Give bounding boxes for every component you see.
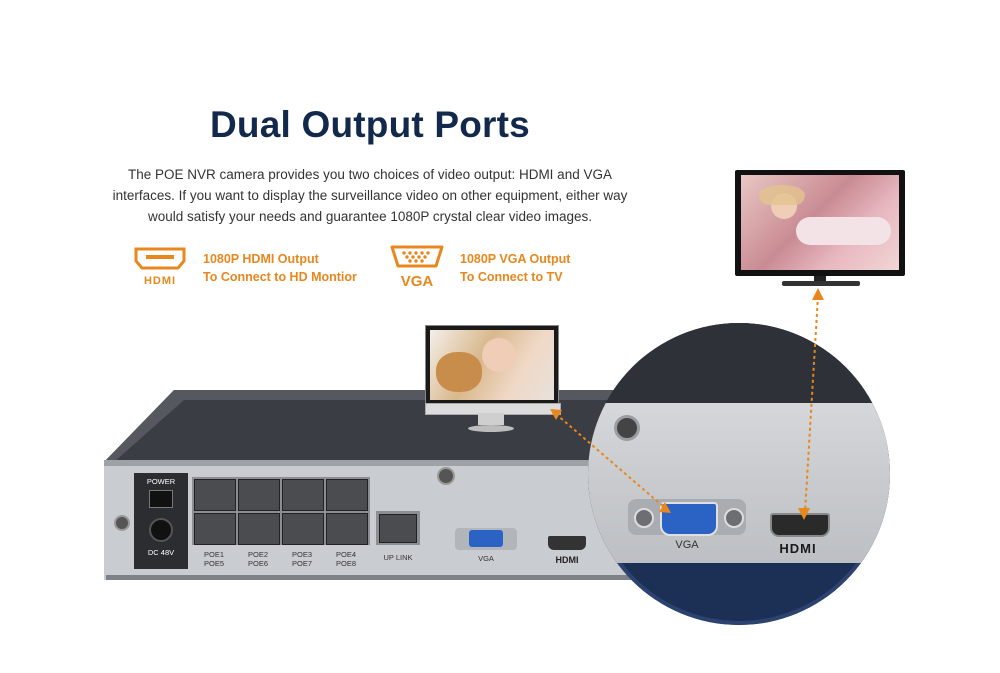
poe-label-top: POE3: [291, 550, 312, 559]
power-switch: [149, 490, 173, 508]
poe-label-top: POE1: [203, 550, 224, 559]
poe-label-top: POE4: [335, 550, 356, 559]
monitor-arrow-line: [555, 413, 666, 509]
rj45-port: [326, 513, 368, 545]
zoom-hdmi-port: [770, 513, 830, 537]
vga-feature: 1080P VGA Output To Connect to TV: [460, 250, 570, 286]
hdmi-icon: HDMI: [134, 247, 186, 287]
vga-feature-line1: 1080P VGA Output: [460, 252, 571, 266]
monitor-neck: [478, 413, 504, 425]
power-panel: POWER DC 48V: [134, 473, 188, 569]
rj45-port: [379, 514, 417, 543]
rj45-port: [282, 513, 324, 545]
vga-icon: VGA: [389, 244, 445, 290]
girl-face: [482, 338, 516, 372]
poe-label-bottom: POE5: [203, 559, 224, 568]
tv-stand: [782, 281, 860, 286]
hdmi-badge-text: HDMI: [143, 275, 177, 287]
hdmi-feature: 1080P HDMI Output To Connect to HD Monti…: [203, 250, 357, 286]
vga-connector: [660, 502, 718, 536]
rj45-port: [326, 479, 368, 511]
poe-label-bottom: POE8: [335, 559, 356, 568]
zoom-hdmi-label: HDMI: [779, 541, 817, 556]
vga-port-label: VGA: [478, 554, 494, 563]
screw-icon: [437, 467, 455, 485]
dog-head: [436, 352, 482, 392]
description-text: The POE NVR camera provides you two choi…: [112, 167, 628, 224]
poe-label-top: POE2: [247, 550, 268, 559]
rj45-port: [238, 479, 280, 511]
girl-hair: [759, 185, 805, 205]
hdmi-port-label: HDMI: [555, 555, 579, 565]
poe-label-bottom: POE6: [247, 559, 268, 568]
page-title: Dual Output Ports: [210, 104, 530, 145]
vga-badge-text: VGA: [400, 273, 434, 290]
screw-icon: [614, 415, 640, 441]
tv-monitor: [735, 170, 905, 276]
arrow-head-icon: [812, 288, 824, 300]
zoom-vga-port: [628, 499, 746, 536]
arrow-head-icon: [550, 409, 562, 420]
zoom-vga-label: VGA: [675, 539, 699, 551]
dc-jack: [149, 518, 173, 542]
vga-feature-line2: To Connect to TV: [460, 270, 563, 284]
zoom-device-top: [588, 323, 890, 403]
girl-dress: [796, 217, 891, 245]
monitor-screen-image: [430, 330, 554, 400]
poe-port-block: [192, 477, 370, 545]
power-label: POWER: [146, 477, 176, 486]
tv-screen-image: [741, 175, 899, 270]
arrow-head-icon: [798, 508, 810, 520]
uplink-label: UP LINK: [383, 553, 413, 562]
screw-icon: [634, 508, 654, 528]
rj45-port: [282, 479, 324, 511]
vga-port: [455, 528, 517, 550]
screw-icon: [114, 515, 130, 531]
vga-connector: [469, 530, 503, 547]
dc-label: DC 48V: [147, 548, 175, 557]
tv-arrow-line: [804, 295, 819, 513]
hdmi-feature-line1: 1080P HDMI Output: [203, 252, 319, 266]
rj45-port: [194, 479, 236, 511]
hdmi-port: [548, 536, 586, 550]
arrow-head-icon: [659, 502, 671, 513]
zoom-circle: VGA HDMI: [588, 323, 890, 625]
hdmi-feature-line2: To Connect to HD Montior: [203, 270, 357, 284]
screw-icon: [724, 508, 744, 528]
rj45-port: [194, 513, 236, 545]
hd-monitor: [425, 325, 559, 405]
uplink-port: [376, 511, 420, 545]
tv-neck: [814, 276, 826, 282]
rj45-port: [238, 513, 280, 545]
poe-label-bottom: POE7: [291, 559, 312, 568]
monitor-base: [468, 425, 514, 432]
